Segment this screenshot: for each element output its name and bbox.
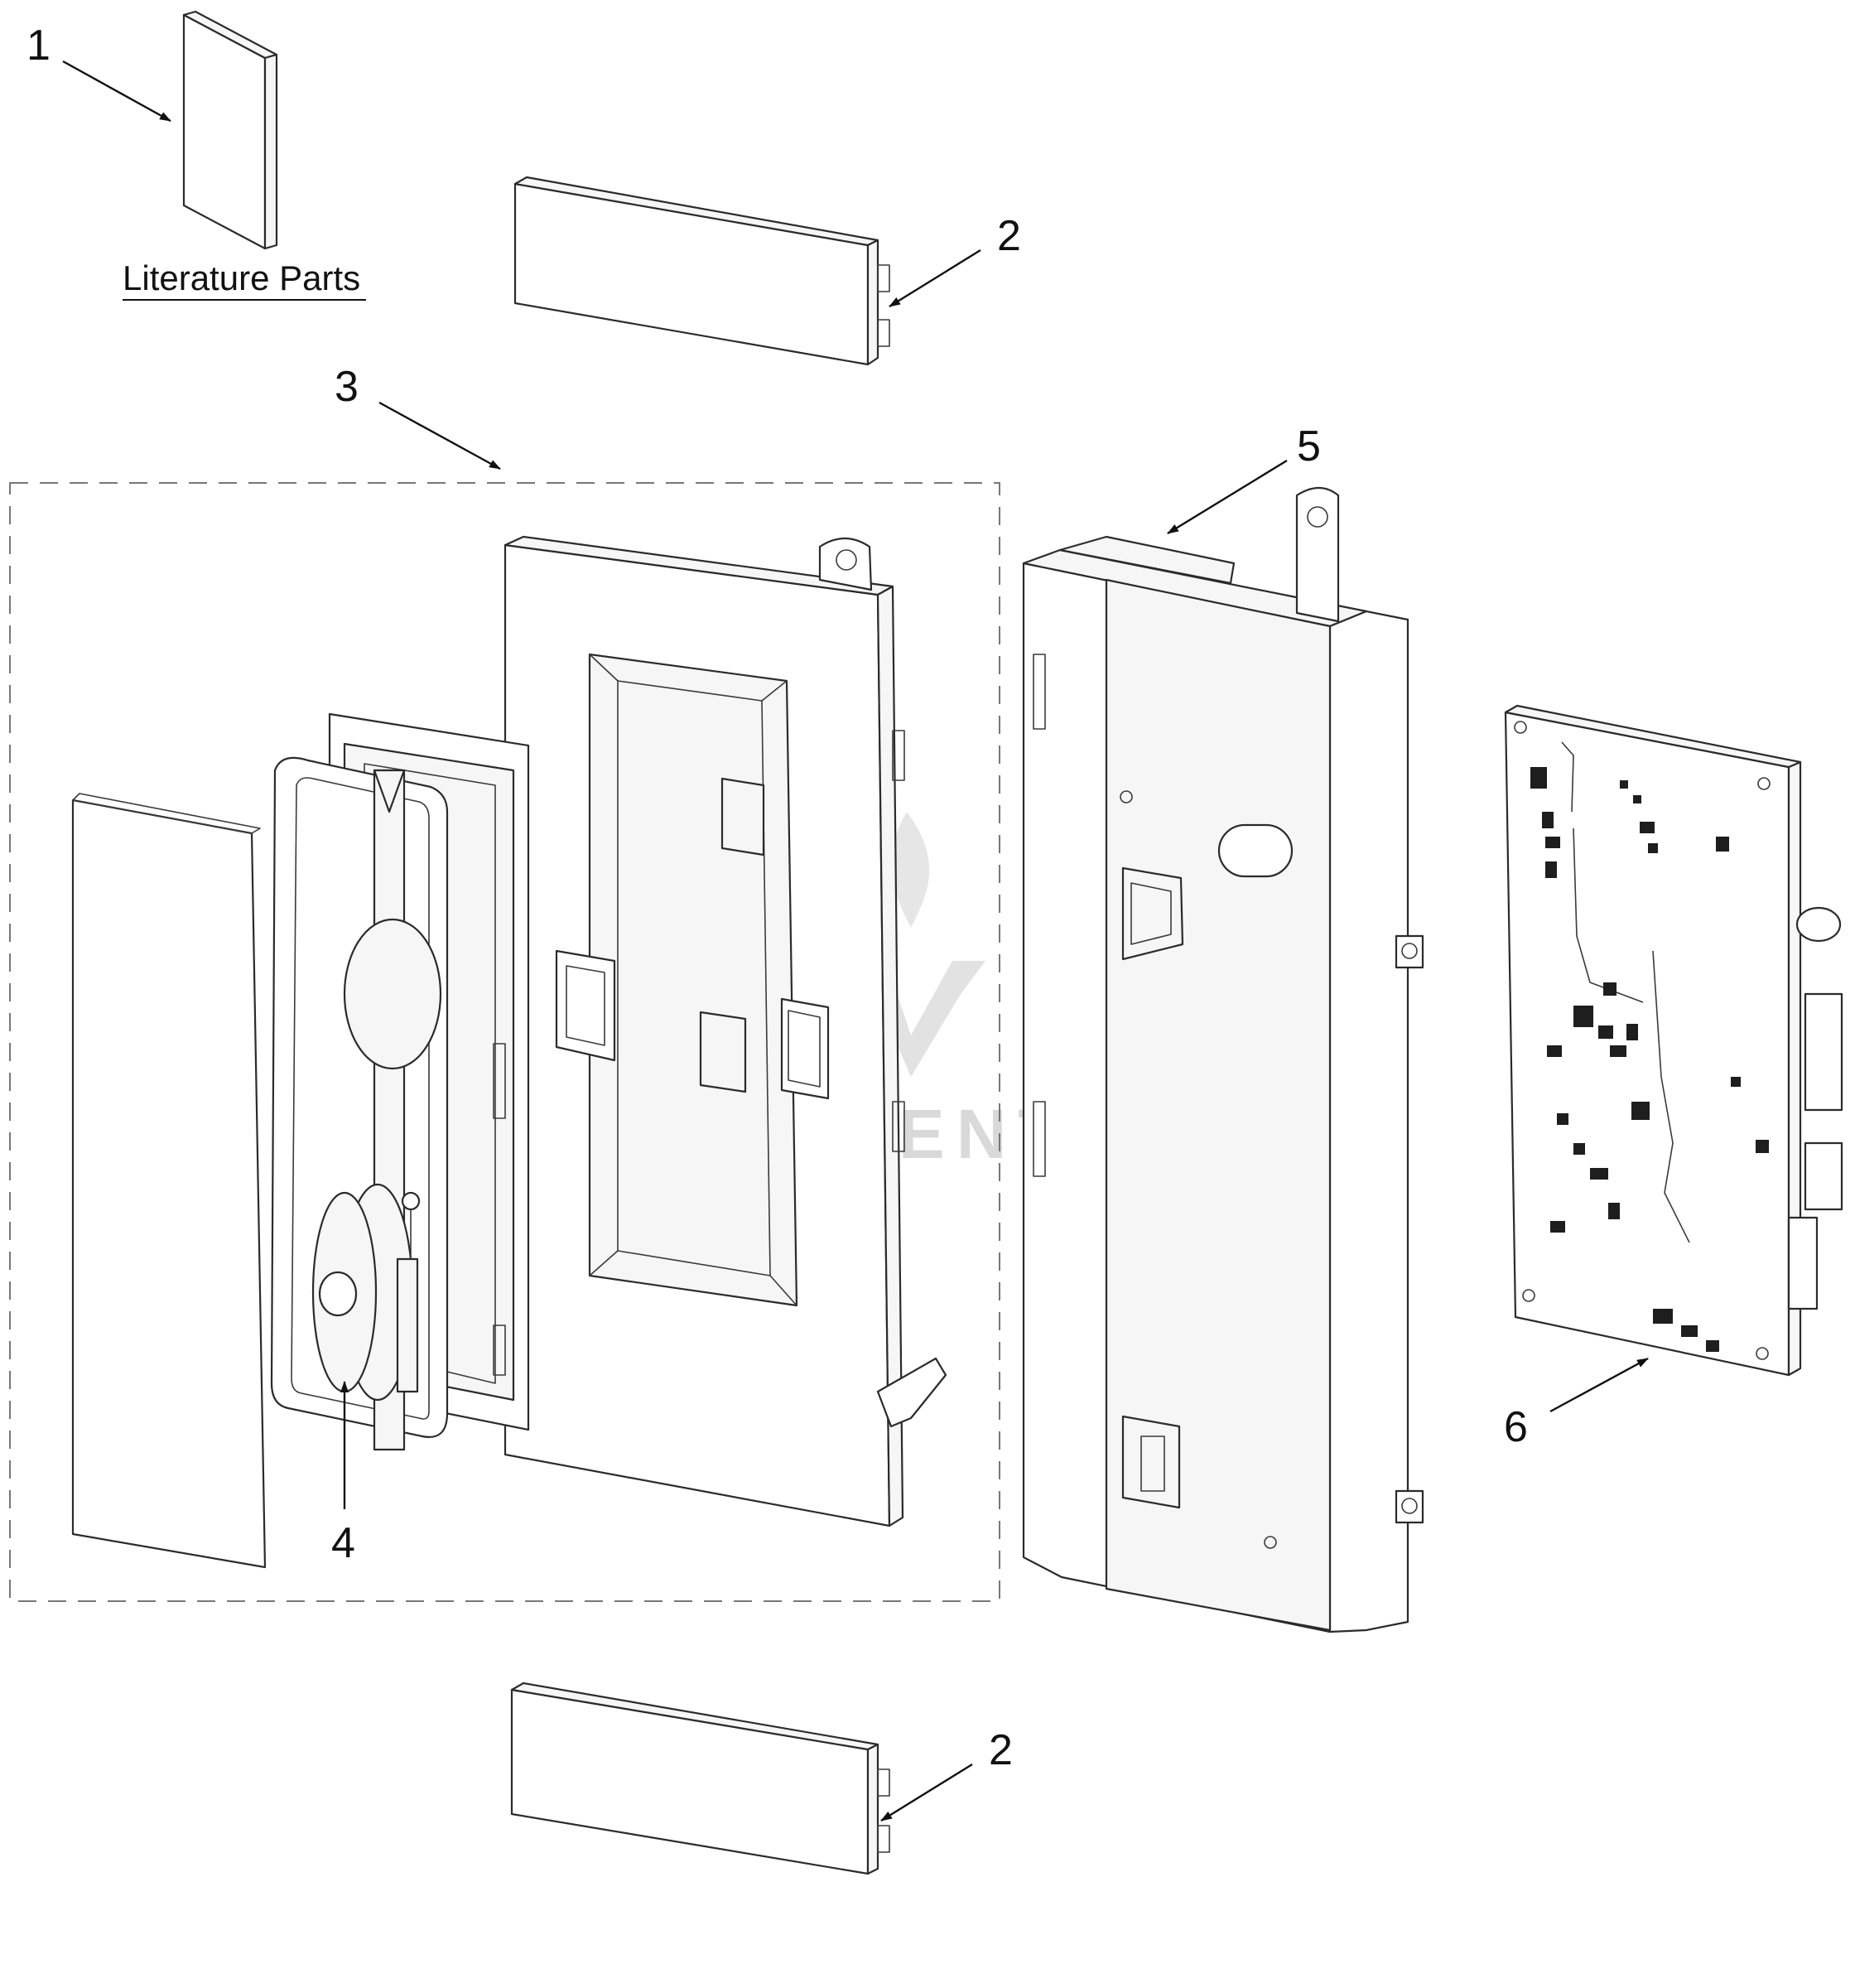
- callout-5: 5: [1297, 422, 1321, 470]
- front-panel: [504, 535, 947, 1527]
- housing-enclosure: [1022, 486, 1424, 1633]
- literature-parts-label: Literature Parts: [123, 258, 360, 297]
- assembly-3-boundary: [9, 482, 1000, 1602]
- callout-2-top: 2: [997, 212, 1021, 260]
- callout-2-bottom: 2: [989, 1726, 1013, 1774]
- callout-6: 6: [1504, 1403, 1528, 1451]
- callout-leaders: [62, 60, 1649, 1822]
- end-cap-bottom: [510, 1682, 890, 1875]
- end-cap-top: [513, 176, 890, 366]
- callout-1: 1: [26, 22, 51, 70]
- callout-4: 4: [331, 1519, 355, 1567]
- tube-assembly: [270, 756, 449, 1451]
- literature-parts-book: [182, 10, 278, 250]
- control-board: [1504, 704, 1843, 1377]
- callout-3: 3: [335, 363, 359, 411]
- cover-lens: [71, 793, 267, 1569]
- board-components: [1530, 767, 1769, 1352]
